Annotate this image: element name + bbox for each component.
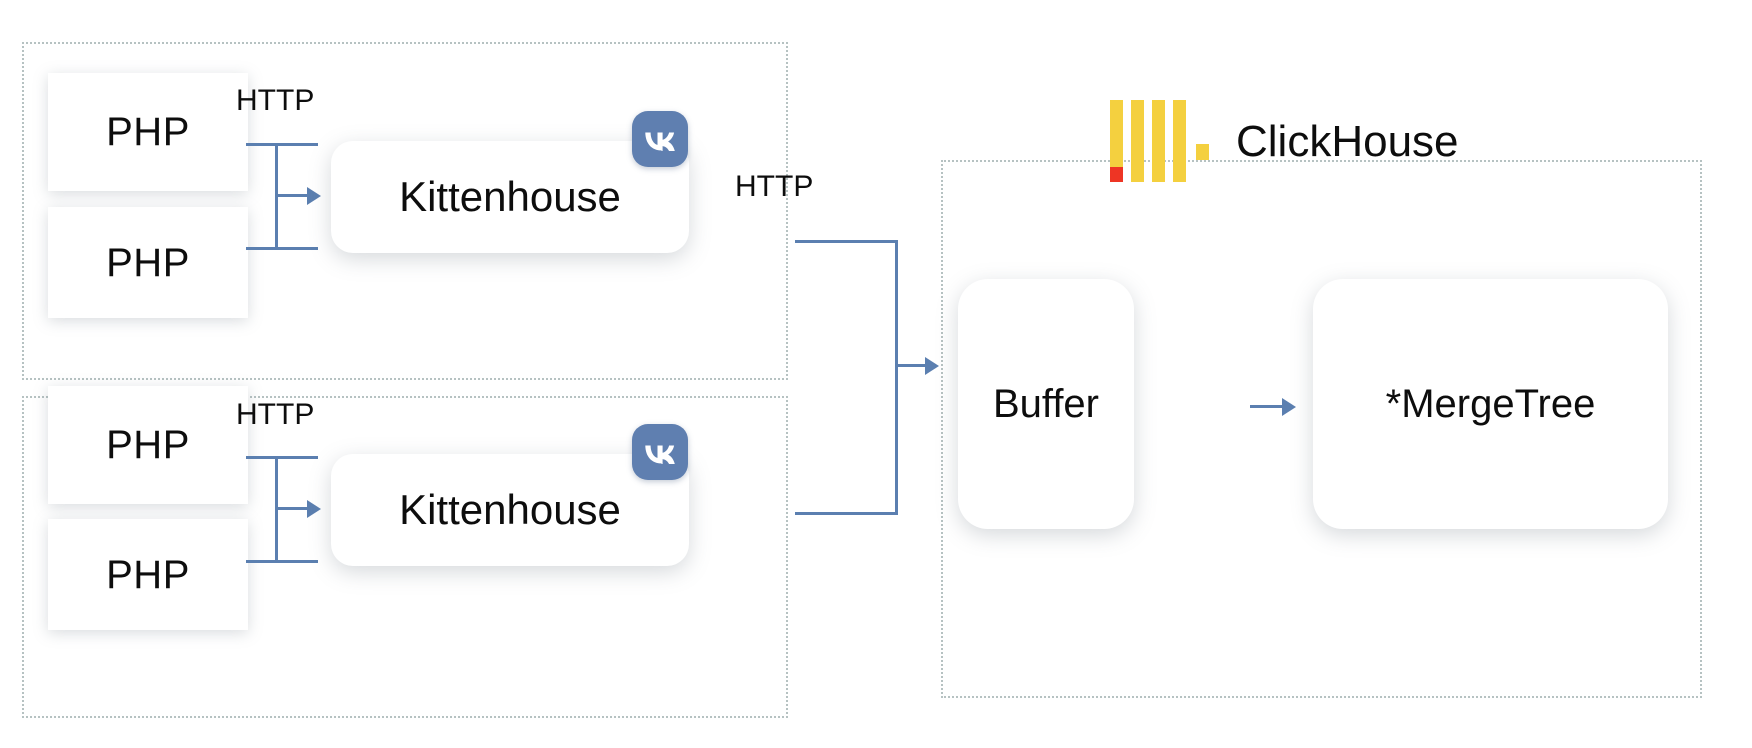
- connector-bottom-upper-stub: [246, 456, 318, 459]
- edge-label-http-top: HTTP: [236, 84, 315, 117]
- edge-label-http-bottom: HTTP: [236, 398, 315, 431]
- connector-top-arrow-head: [307, 187, 321, 205]
- mergetree-node[interactable]: *MergeTree: [1313, 279, 1668, 529]
- php-node-label: PHP: [106, 552, 190, 597]
- kittenhouse-node-bottom[interactable]: Kittenhouse: [331, 454, 689, 566]
- buffer-to-mergetree-arrow-head: [1282, 398, 1296, 416]
- vk-logo-icon: [632, 111, 688, 167]
- php-node-bottom-1[interactable]: PHP: [48, 386, 248, 504]
- php-node-label: PHP: [106, 240, 190, 285]
- connector-top-lower-stub: [246, 247, 318, 250]
- connector-top-arrow-shaft: [275, 194, 309, 197]
- php-node-label: PHP: [106, 110, 190, 154]
- php-node-label: PHP: [106, 423, 190, 467]
- trunk-branch-top: [795, 240, 898, 243]
- kittenhouse-label: Kittenhouse: [399, 486, 621, 533]
- connector-bottom-arrow-head: [307, 500, 321, 518]
- trunk-arrow-shaft: [895, 364, 927, 367]
- kittenhouse-node-top[interactable]: Kittenhouse: [331, 141, 689, 253]
- kittenhouse-label: Kittenhouse: [399, 173, 621, 220]
- buffer-to-mergetree-shaft: [1250, 405, 1284, 408]
- clickhouse-bar: [1131, 100, 1144, 182]
- clickhouse-group: [941, 160, 1702, 698]
- clickhouse-logo: ClickHouse: [1110, 100, 1459, 182]
- mergetree-label: *MergeTree: [1385, 382, 1596, 426]
- trunk-arrow-head: [925, 357, 939, 375]
- trunk-branch-bottom: [795, 512, 898, 515]
- php-node-bottom-2[interactable]: PHP: [48, 519, 248, 630]
- clickhouse-bar: [1152, 100, 1165, 182]
- connector-bottom-arrow-shaft: [275, 507, 309, 510]
- clickhouse-mark-icon: [1110, 100, 1209, 182]
- clickhouse-bar: [1173, 100, 1186, 182]
- buffer-node[interactable]: Buffer: [958, 279, 1134, 529]
- server-group-top: [22, 42, 788, 380]
- trunk-spine: [895, 240, 898, 515]
- clickhouse-wordmark: ClickHouse: [1236, 117, 1459, 166]
- vk-logo-icon: [632, 424, 688, 480]
- server-group-bottom: [22, 396, 788, 718]
- connector-top-upper-stub: [246, 143, 318, 146]
- php-node-top-2[interactable]: PHP: [48, 207, 248, 318]
- clickhouse-bar: [1110, 100, 1123, 182]
- connector-bottom-lower-stub: [246, 560, 318, 563]
- clickhouse-red-block: [1110, 167, 1123, 182]
- buffer-label: Buffer: [993, 382, 1099, 426]
- clickhouse-dot: [1196, 144, 1209, 160]
- php-node-top-1[interactable]: PHP: [48, 73, 248, 191]
- edge-label-http-trunk: HTTP: [735, 170, 814, 203]
